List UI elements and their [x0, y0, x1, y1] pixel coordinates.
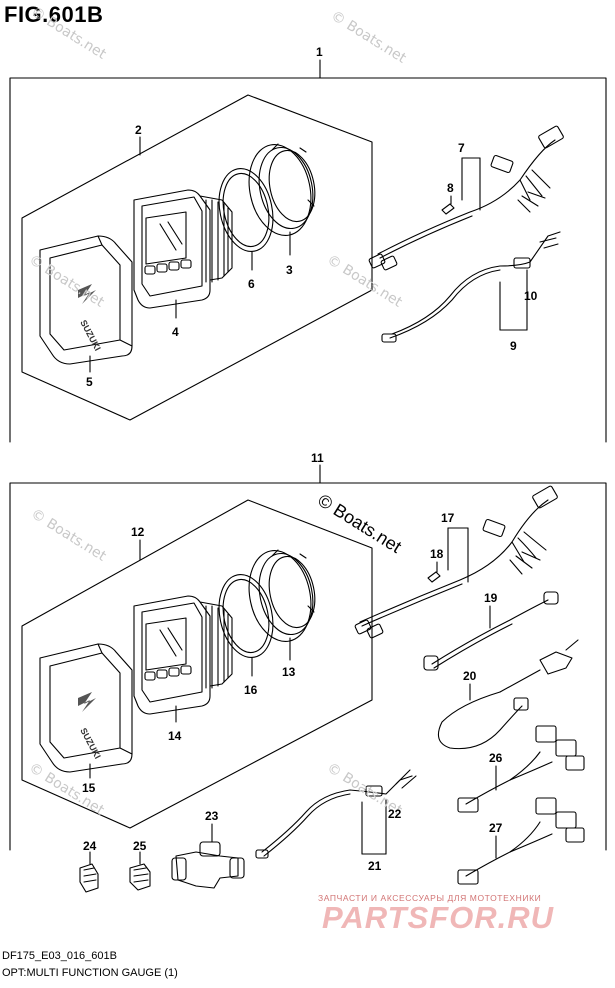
clip-8 [441, 195, 455, 215]
sun-cover-5 [39, 235, 133, 373]
callout-6: 6 [248, 277, 255, 291]
faint-watermark: © Boats.net [26, 252, 107, 311]
callout-12: 12 [131, 525, 145, 539]
figure-title: FIG.601B [4, 2, 104, 27]
callout-21: 21 [368, 859, 382, 873]
harness-7 [368, 125, 564, 271]
callout-11: 11 [311, 451, 324, 465]
brand-text-lower: SUZUKI [78, 726, 103, 760]
cable-20 [437, 639, 579, 750]
shop-logo: PARTSFOR.RU [322, 900, 555, 935]
callout-14: 14 [168, 729, 182, 743]
harness-17 [354, 485, 558, 639]
gauge-14 [133, 595, 233, 723]
kit-1-bracket [9, 77, 607, 85]
nut-3 [248, 143, 316, 256]
kit-12-box [21, 499, 373, 829]
figure-code: DF175_E03_016_601B [2, 950, 117, 962]
callout-8: 8 [447, 181, 454, 195]
shop-tagline: ЗАПЧАСТИ И АКСЕССУАРЫ ДЛЯ МОТОТЕХНИКИ [318, 893, 542, 903]
kit-11-bracket [9, 482, 607, 491]
terminator-25 [129, 851, 151, 891]
ring-16 [218, 574, 274, 677]
faint-watermark: © Boats.net [324, 252, 405, 311]
callout-10: 10 [524, 289, 538, 303]
callout-27: 27 [489, 821, 503, 835]
callout-19: 19 [484, 591, 498, 605]
callout-16: 16 [244, 683, 258, 697]
tee-23 [171, 823, 245, 889]
callout-15: 15 [82, 781, 96, 795]
nut-13 [248, 549, 316, 661]
terminator-24 [79, 851, 99, 893]
callout-9: 9 [510, 339, 517, 353]
callout-22: 22 [388, 807, 402, 821]
callout-26: 26 [489, 751, 503, 765]
kit-2-box [21, 94, 373, 421]
faint-watermark: © Boats.net [28, 506, 109, 565]
brand-mark-group [78, 284, 96, 712]
callout-24: 24 [83, 839, 97, 853]
cable-19 [423, 591, 559, 671]
suzuki-logo-icon [78, 692, 96, 712]
callout-4: 4 [172, 325, 179, 339]
faint-watermark: © Boats.net [28, 4, 109, 63]
callout-20: 20 [463, 669, 477, 683]
callout-7: 7 [458, 141, 465, 155]
callout-23: 23 [205, 809, 219, 823]
callout-25: 25 [133, 839, 147, 853]
gauge-4 [133, 189, 233, 319]
clip-18 [427, 561, 441, 583]
callout-13: 13 [282, 665, 296, 679]
brand-text-upper: SUZUKI [78, 318, 103, 352]
callout-5: 5 [86, 375, 93, 389]
sun-cover-15 [39, 643, 133, 779]
y-harness-27 [457, 797, 585, 885]
harness-21 [255, 769, 417, 859]
faint-watermark: © Boats.net [328, 8, 409, 67]
figure-caption: OPT:MULTI FUNCTION GAUGE (1) [2, 967, 178, 979]
callout-3: 3 [286, 263, 293, 277]
ring-6 [218, 168, 274, 271]
suzuki-logo-icon [78, 284, 96, 304]
callout-1: 1 [316, 45, 323, 59]
callout-17: 17 [441, 511, 455, 525]
harness-9 [381, 231, 561, 343]
callout-18: 18 [430, 547, 444, 561]
y-harness-26 [457, 725, 585, 813]
callout-2: 2 [135, 123, 142, 137]
